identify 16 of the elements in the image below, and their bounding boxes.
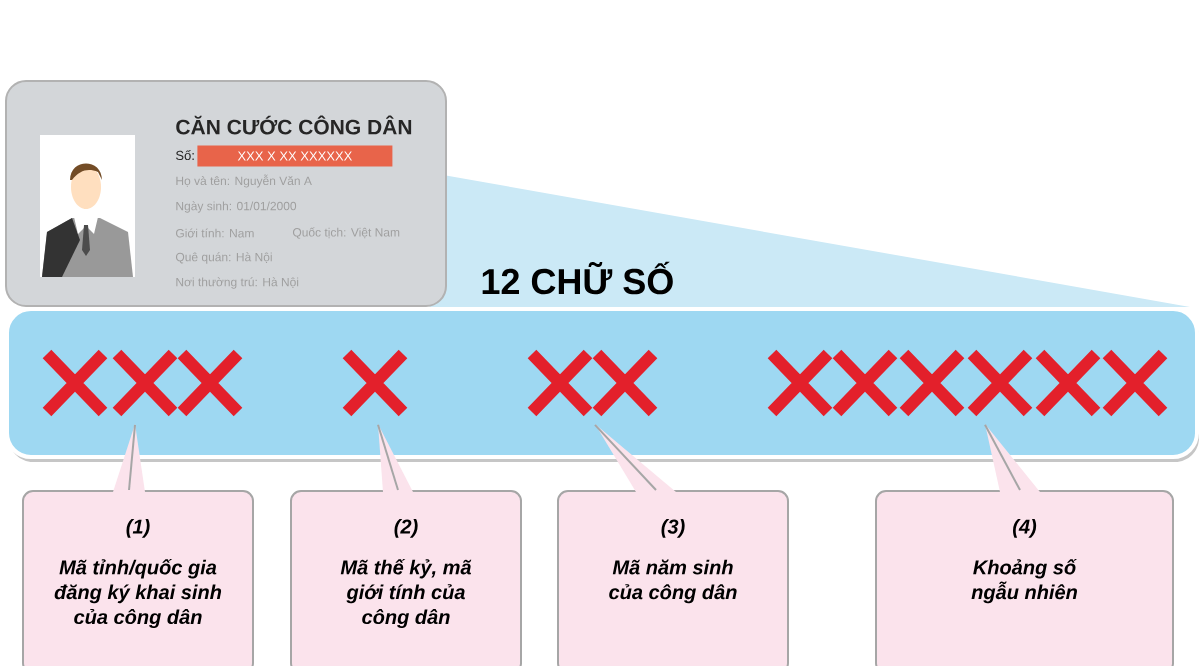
card-text: Quốc tịch: Việt Nam [292,227,400,239]
cross-mark-group [526,348,659,418]
cross-mark-group [766,348,1169,418]
card-heading: CĂN CƯỚC CÔNG DÂN [176,115,412,135]
callout-box: (4) Khoảng số ngẫu nhiên [875,424,1174,666]
number-field: XXX X XX XXXXXX [197,145,393,167]
callout-box: (2) Mã thế kỷ, mã giới tính của công dân [290,424,522,666]
card-text: Số: [176,149,194,161]
bar-heading: 12 CHỮ SỐ [482,261,673,295]
card-text: Ngày sinh: 01/01/2000 [176,201,297,213]
callout-box: (3) Mã năm sinh của công dân [557,424,789,666]
card-text: Quê quán: Hà Nội [175,252,272,264]
cross-mark-group [341,348,409,418]
callout-box: (1) Mã tỉnh/quốc gia đăng ký khai sinh của công dân [22,424,254,666]
cross-mark-group [41,348,244,418]
card-text: Giới tính: Nam [176,228,254,238]
